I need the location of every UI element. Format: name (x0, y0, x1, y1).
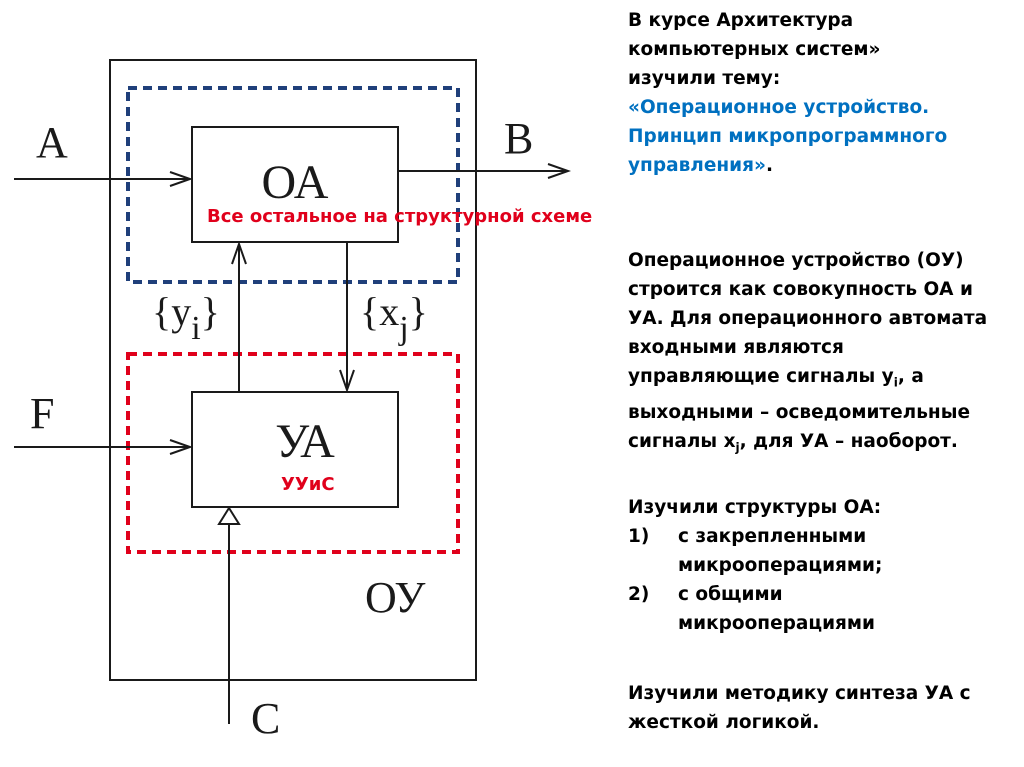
paragraph-line: управляющие сигналы yi, а (628, 362, 987, 398)
intro-line: В курсе Архитектура (628, 10, 854, 31)
paragraph-line: сигналы xj, для УА – наоборот. (628, 427, 987, 463)
list-number: 2) (628, 584, 650, 605)
list-text: с общими (678, 584, 783, 605)
topic-line: «Операционное устройство. (628, 97, 930, 118)
input-c-label: C (251, 694, 280, 743)
subscript: j (735, 440, 740, 455)
ua-label: УА (275, 415, 335, 468)
input-a-label: A (36, 118, 68, 167)
paragraph-text: , для УА – наоборот. (739, 430, 958, 452)
synthesis-block: Изучили методику синтеза УА с жесткой ло… (628, 679, 971, 737)
list-continuation: микрооперациями (678, 613, 875, 634)
intro-line: изучили тему: (628, 68, 781, 89)
input-f-arrow (169, 439, 194, 455)
paragraph-line: Операционное устройство (ОУ) (628, 250, 964, 271)
oa-label: ОА (262, 156, 329, 209)
paragraph-line: УА. Для операционного автомата (628, 308, 988, 329)
subscript: i (893, 375, 898, 390)
oa-block (191, 126, 399, 243)
xj-signal-arrow (339, 369, 355, 394)
paragraph-line: выходными – осведомительные (628, 401, 970, 423)
list-item: 1) с закрепленными (628, 522, 882, 551)
topic-period: . (765, 155, 773, 176)
oa-dashed-frame (126, 86, 460, 284)
topic-text: управления» (628, 155, 766, 176)
ua-block (191, 391, 399, 508)
output-b-label: B (504, 114, 533, 163)
structure-diagram: ОА УА A B F {yi} {xj} C ОУ (14, 59, 572, 743)
intro-line: компьютерных систем» (628, 39, 881, 60)
list-item: 2) с общими (628, 580, 882, 609)
synthesis-line: жесткой логикой. (628, 712, 820, 733)
structures-block: Изучили структуры ОА: 1)с закрепленными … (628, 493, 882, 638)
yi-signal-label: {yi} (152, 289, 220, 347)
paragraph-text: , а (897, 366, 924, 387)
yi-signal-arrow (231, 240, 247, 265)
control-unit-annotation: УУиС (281, 474, 335, 495)
output-b-arrow (547, 163, 572, 179)
topic-line: Принцип микропрограммного (628, 126, 948, 147)
synthesis-line: Изучили методику синтеза УА с (628, 683, 971, 704)
intro-block: В курсе Архитектура компьютерных систем»… (628, 6, 947, 180)
structures-title: Изучили структуры ОА: (628, 497, 882, 518)
list-number: 1) (628, 526, 650, 547)
list-continuation: микрооперациями; (678, 555, 883, 576)
paragraph-line: строится как совокупность ОА и (628, 279, 973, 300)
topic-line: управления». (628, 151, 947, 180)
ua-dashed-frame (126, 352, 460, 554)
device-frame (109, 59, 477, 681)
paragraph-text: управляющие сигналы y (628, 366, 894, 387)
xj-signal-label: {xj} (360, 289, 428, 347)
paragraph-line: входными являются (628, 337, 844, 358)
input-c-arrow (217, 506, 241, 525)
red-annotation: Все остальное на структурной схеме (207, 206, 593, 227)
input-f-label: F (30, 389, 54, 438)
device-label: ОУ (365, 573, 426, 622)
input-a-arrow (169, 171, 194, 187)
paragraph-ou: Операционное устройство (ОУ) строится ка… (628, 246, 987, 462)
list-text: с закрепленными (678, 526, 867, 547)
paragraph-text: сигналы x (628, 430, 736, 452)
